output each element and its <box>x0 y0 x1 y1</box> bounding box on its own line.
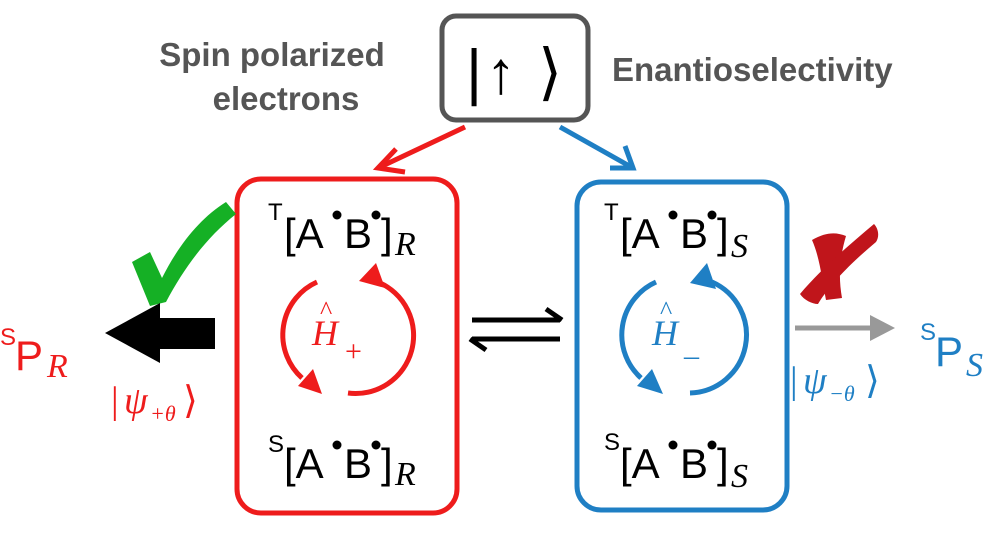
spin-polarized-label: Spin polarized <box>159 36 385 73</box>
svg-text:R: R <box>46 348 68 385</box>
svg-text:+θ: +θ <box>150 401 176 426</box>
svg-text:S: S <box>920 319 936 346</box>
svg-text:[A: [A <box>620 440 660 487</box>
svg-text:S: S <box>731 458 748 495</box>
svg-text:P: P <box>15 332 43 379</box>
svg-text:|: | <box>790 360 798 402</box>
svg-text:]: ] <box>717 440 729 487</box>
r-hamiltonian-cycle <box>280 263 417 396</box>
spin-state-bar: | <box>466 38 482 107</box>
r-singlet-radical-pair: S [A B ] R <box>268 431 416 493</box>
svg-text:[A: [A <box>284 440 324 487</box>
svg-text:P: P <box>935 328 963 375</box>
svg-text:ψ: ψ <box>124 380 149 422</box>
r-enantiomer-box <box>234 176 460 516</box>
svg-text:B: B <box>680 440 708 487</box>
s-singlet-radical-pair: S [A B ] S <box>604 429 748 495</box>
spin-up-arrow: ↑ <box>486 39 516 106</box>
s-triplet-radical-pair: T [A B ] S <box>604 199 748 265</box>
svg-text:^: ^ <box>320 296 332 325</box>
svg-text:R: R <box>394 226 416 263</box>
svg-text:_: _ <box>683 329 700 362</box>
svg-text:[A: [A <box>620 210 660 257</box>
svg-text:^: ^ <box>660 296 672 325</box>
svg-text:H: H <box>311 313 340 353</box>
red-branch-arrow <box>372 124 467 175</box>
s-enantiomer-box <box>574 179 790 513</box>
svg-text:H: H <box>651 313 680 353</box>
psi-minus-theta-state: | ψ −θ ⟩ <box>790 360 880 406</box>
right-product-arrow <box>795 315 895 341</box>
r-hamiltonian-label: H ^ + <box>311 296 362 368</box>
equilibrium-arrows <box>468 306 564 353</box>
s-hamiltonian-cycle <box>619 263 749 396</box>
svg-text:S: S <box>731 228 748 265</box>
r-triplet-radical-pair: T [A B ] R <box>268 199 416 263</box>
svg-text:ψ: ψ <box>803 360 828 402</box>
s-product-label: S P S <box>920 319 983 384</box>
svg-text:S: S <box>966 347 983 384</box>
spin-state-box <box>439 13 591 123</box>
svg-text:S: S <box>604 429 620 456</box>
svg-text:]: ] <box>381 210 393 257</box>
green-checkmark-icon <box>132 202 236 306</box>
svg-text:B: B <box>344 210 372 257</box>
svg-text:T: T <box>268 199 283 226</box>
svg-text:[A: [A <box>284 210 324 257</box>
svg-text:+: + <box>345 335 362 368</box>
svg-text:S: S <box>0 324 16 351</box>
psi-plus-theta-state: | ψ +θ ⟩ <box>111 380 198 426</box>
svg-text:]: ] <box>381 440 393 487</box>
spin-state-bracket: ⟩ <box>538 39 562 107</box>
svg-text:T: T <box>604 199 619 226</box>
svg-text:−θ: −θ <box>829 381 855 406</box>
blue-branch-arrow <box>558 124 637 171</box>
svg-text:S: S <box>268 431 284 458</box>
svg-text:R: R <box>394 456 416 493</box>
red-cross-icon <box>800 224 879 304</box>
svg-text:|: | <box>111 380 119 422</box>
svg-text:B: B <box>344 440 372 487</box>
svg-text:⟩: ⟩ <box>865 360 880 402</box>
s-hamiltonian-label: H ^ _ <box>651 296 700 362</box>
svg-text:B: B <box>680 210 708 257</box>
enantioselectivity-label: Enantioselectivity <box>612 51 893 88</box>
electrons-label: electrons <box>213 80 360 117</box>
svg-text:]: ] <box>717 210 729 257</box>
r-product-label: S P R <box>0 324 68 385</box>
left-product-arrow <box>105 303 215 363</box>
svg-text:⟩: ⟩ <box>183 380 198 422</box>
